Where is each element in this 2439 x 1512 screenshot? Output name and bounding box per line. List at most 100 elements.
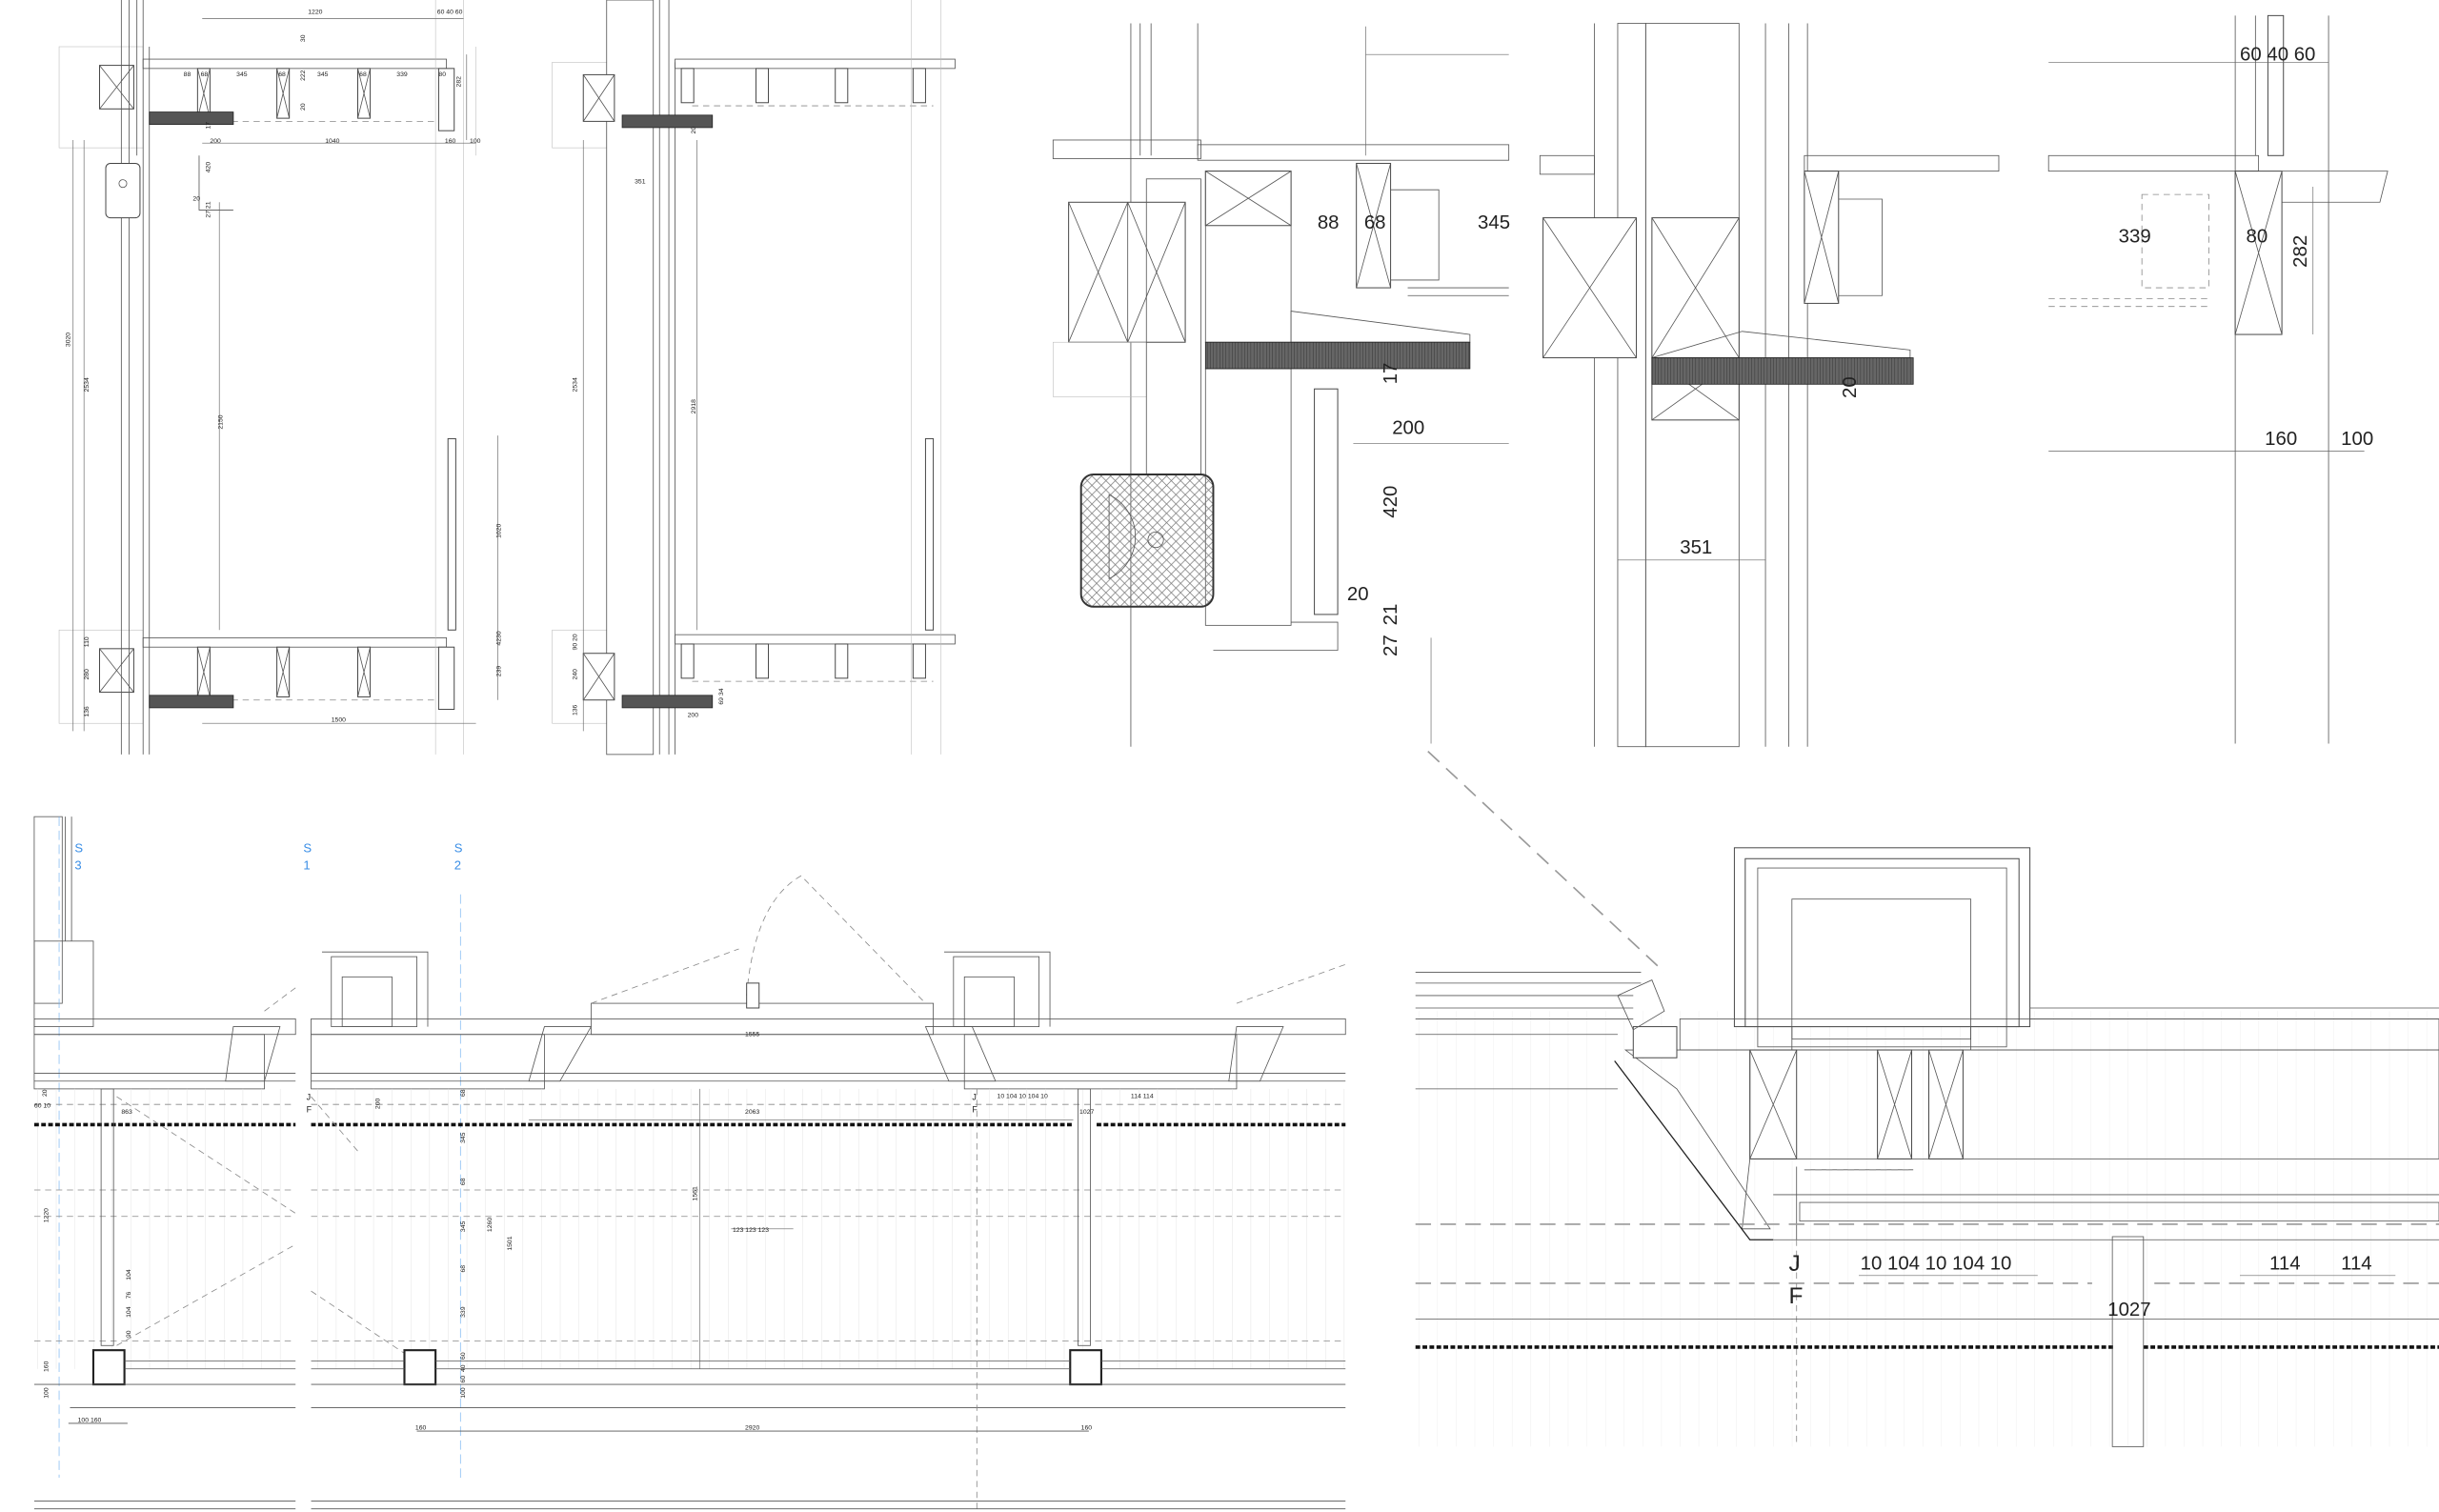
dimension-label: 345 — [1478, 212, 1510, 233]
grid-axis-letter: S — [454, 841, 463, 856]
dimension-label: 104 — [126, 1306, 132, 1318]
dimension-label: 80 — [438, 71, 446, 78]
dimension-label: 222 — [300, 70, 307, 81]
dimension-label: 1020 — [496, 524, 503, 538]
dimension-label: 1561 — [692, 1186, 698, 1200]
dimension-label: 10 104 10 104 10 — [1861, 1253, 2012, 1274]
dimension-label: 60 40 60 — [2240, 45, 2315, 66]
dimension-label: 1027 — [2107, 1300, 2150, 1320]
dimension-label: 100 — [470, 138, 481, 145]
dimension-label: 2063 — [745, 1109, 759, 1116]
dimension-label: 60 40 60 — [437, 10, 463, 16]
grid-line-label: J — [1789, 1251, 1801, 1277]
dimension-label: 68 — [460, 1178, 467, 1185]
grid-axis-number: 2 — [454, 858, 461, 873]
dimension-label: 114 114 — [1131, 1094, 1154, 1100]
dimension-label: 160 — [44, 1361, 50, 1372]
dimension-label: 351 — [1680, 537, 1712, 558]
dimension-label: 88 — [1318, 212, 1340, 233]
dimension-label: 2920 — [745, 1424, 759, 1431]
dimension-label: 90 — [126, 1330, 132, 1338]
dimension-label: 200 — [688, 713, 699, 719]
dimension-label: 1500 — [332, 717, 346, 724]
floor-plan — [33, 816, 1346, 1512]
grid-line-label: J — [307, 1092, 311, 1101]
dimension-label: 200 — [1392, 418, 1424, 439]
dimension-label: 100 160 — [78, 1417, 102, 1423]
dimension-label: 351 — [635, 179, 646, 186]
dimension-label: 1555 — [745, 1031, 759, 1038]
dimension-label: 40 — [460, 1364, 467, 1372]
dimension-labels-section-b: 351 2534 2918 20 90 20 240 136 69 34 200 — [573, 127, 725, 719]
grid-axis-letter: S — [74, 841, 83, 856]
dimension-label: 123 123 123 — [733, 1227, 769, 1234]
dimension-label: 114 — [2269, 1253, 2301, 1274]
dimension-label: 20 — [1840, 376, 1861, 398]
dimension-labels-section-a: 1220 60 40 60 30 88 68 345 68 222 345 68… — [65, 10, 502, 724]
dimension-label: 2534 — [573, 377, 579, 392]
dimension-label: 68 — [460, 1265, 467, 1273]
dimension-label: 21 — [1381, 604, 1401, 626]
dimension-label: 282 — [455, 76, 462, 88]
dimension-label: 160 — [1081, 1424, 1093, 1431]
dimension-labels-plan: 1555 20 60 10 863 J F 200 68 2063 J F 10… — [34, 1031, 1154, 1431]
dimension-label: 60 — [460, 1376, 467, 1383]
dimension-label: 2918 — [691, 399, 697, 413]
dimension-label: 2534 — [84, 377, 91, 392]
wall-section-a — [58, 0, 498, 755]
wall-section-b — [552, 0, 956, 756]
dimension-label: 160 — [415, 1424, 427, 1431]
dimension-label: 76 — [126, 1291, 132, 1299]
dimension-label: 339 — [2119, 227, 2151, 248]
dimension-label: 20 — [1347, 584, 1369, 605]
dimension-label: 88 — [184, 71, 191, 78]
dimension-label: 100 — [460, 1387, 467, 1399]
dimension-label: 1220 — [308, 10, 322, 16]
dimension-label: 68 — [278, 71, 286, 78]
dimension-label: 4230 — [496, 631, 503, 645]
dimension-label: 345 — [460, 1132, 467, 1143]
grid-axis-number: 1 — [303, 858, 310, 873]
dimension-label: 100 — [44, 1387, 50, 1399]
dimension-label: 160 — [445, 138, 456, 145]
dimension-label: 1027 — [1079, 1109, 1094, 1116]
dimension-label: 69 34 — [718, 688, 725, 704]
dimension-label: 68 — [201, 71, 209, 78]
dimension-label: 27 21 — [205, 201, 212, 217]
dimension-label: 136 — [573, 704, 579, 716]
dimension-label: 60 — [460, 1352, 467, 1360]
dimension-label: 27 — [1381, 635, 1401, 656]
dimension-label: 345 — [317, 71, 329, 78]
dimension-label: 30 — [300, 34, 307, 42]
dimension-label: 160 — [2265, 429, 2297, 450]
dimension-label: 17 — [205, 122, 212, 130]
grid-axis-letter: S — [303, 841, 312, 856]
grid-line-label: F — [307, 1104, 312, 1114]
dimension-label: 100 — [2341, 429, 2373, 450]
dimension-labels-detail-top: 88 68 345 17 200 420 20 21 27 351 20 60 … — [1318, 45, 2373, 656]
dimension-label: 136 — [84, 706, 91, 717]
dimension-label: 17 — [1381, 363, 1401, 385]
dimension-label: 339 — [460, 1306, 467, 1318]
dimension-labels-detail-bottom: J F 10 104 10 104 10 114 114 1027 — [1789, 1251, 2372, 1320]
grid-line-label: J — [972, 1092, 976, 1101]
dimension-label: 420 — [205, 162, 212, 173]
dimension-label: 240 — [573, 669, 579, 680]
dimension-label: 110 — [84, 636, 91, 647]
dimension-label: 280 — [84, 669, 91, 680]
dimension-label: 68 — [359, 71, 367, 78]
dimension-label: 60 10 — [34, 1102, 50, 1109]
dimension-label: 104 — [126, 1269, 132, 1280]
dimension-label: 863 — [121, 1109, 132, 1116]
dimension-label: 20 — [300, 103, 307, 111]
dimension-label: 1501 — [507, 1236, 514, 1250]
dimension-label: 2150 — [217, 414, 224, 429]
dimension-label: 80 — [2247, 227, 2268, 248]
dimension-label: 1040 — [325, 138, 339, 145]
grid-line-label: F — [1789, 1283, 1804, 1309]
dimension-label: 239 — [496, 666, 503, 677]
dimension-label: 345 — [236, 71, 248, 78]
dimension-label: 10 104 10 104 10 — [998, 1094, 1048, 1100]
grid-line-label: F — [972, 1104, 978, 1114]
